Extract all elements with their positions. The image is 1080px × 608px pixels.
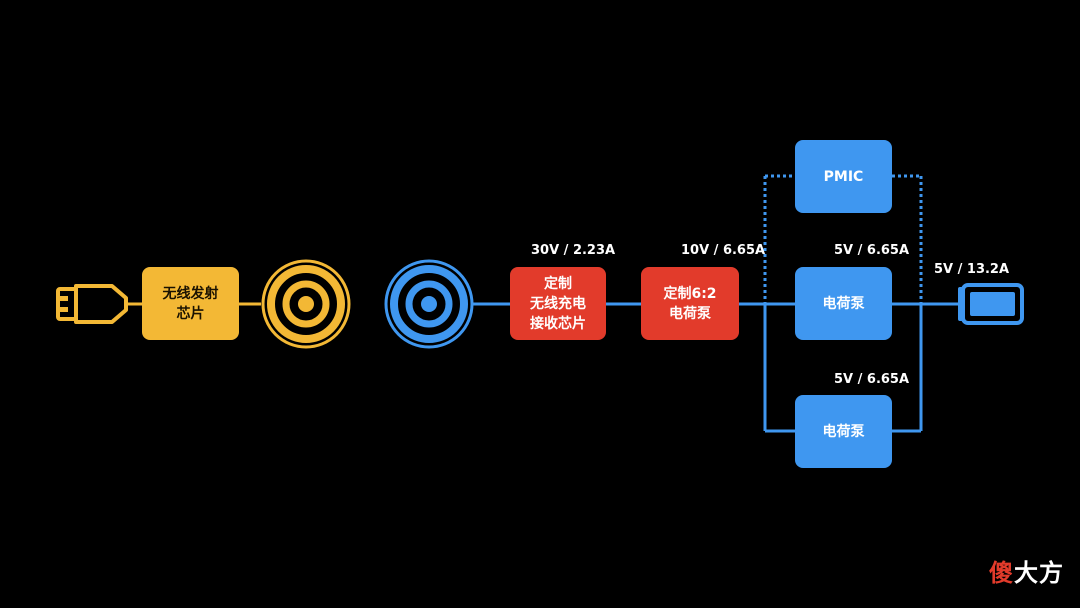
rx-chip-block: 定制 无线充电 接收芯片	[510, 267, 606, 340]
cp62-output-label: 10V / 6.65A	[681, 243, 766, 258]
rx-chip-line-3: 接收芯片	[530, 315, 586, 332]
rx-output-label: 30V / 2.23A	[531, 243, 616, 258]
rx-chip-line-2: 无线充电	[530, 295, 586, 312]
pmic-dotted-wires	[763, 174, 923, 304]
usb-plug-icon	[56, 284, 128, 324]
pmic-block: PMIC	[795, 140, 892, 213]
charge-pump-6-2-block: 定制6:2 电荷泵	[641, 267, 739, 340]
cp-bottom-label: 电荷泵	[822, 423, 865, 440]
cp-top-label: 电荷泵	[822, 295, 865, 312]
cp62-line-2: 电荷泵	[669, 305, 711, 322]
rx-chip-line-1: 定制	[544, 275, 572, 292]
watermark-part-1: 傻	[989, 558, 1014, 587]
battery-icon	[958, 283, 1024, 325]
charge-pump-bottom-block: 电荷泵	[795, 395, 892, 468]
cp-top-output-label: 5V / 6.65A	[834, 243, 910, 258]
watermark-logo: 傻大方	[989, 553, 1064, 588]
battery-input-label: 5V / 13.2A	[934, 262, 1010, 277]
tx-chip-block: 无线发射 芯片	[142, 267, 239, 340]
tx-chip-line-1: 无线发射	[162, 285, 219, 302]
watermark-part-2: 大方	[1014, 558, 1064, 587]
pmic-label: PMIC	[823, 168, 864, 185]
transmit-coil-icon	[261, 259, 351, 349]
receive-coil-icon	[384, 259, 474, 349]
cp62-line-1: 定制6:2	[663, 285, 717, 302]
blue-wires	[472, 302, 958, 433]
tx-chip-line-2: 芯片	[176, 305, 205, 322]
cp-bottom-output-label: 5V / 6.65A	[834, 372, 910, 387]
charge-pump-top-block: 电荷泵	[795, 267, 892, 340]
